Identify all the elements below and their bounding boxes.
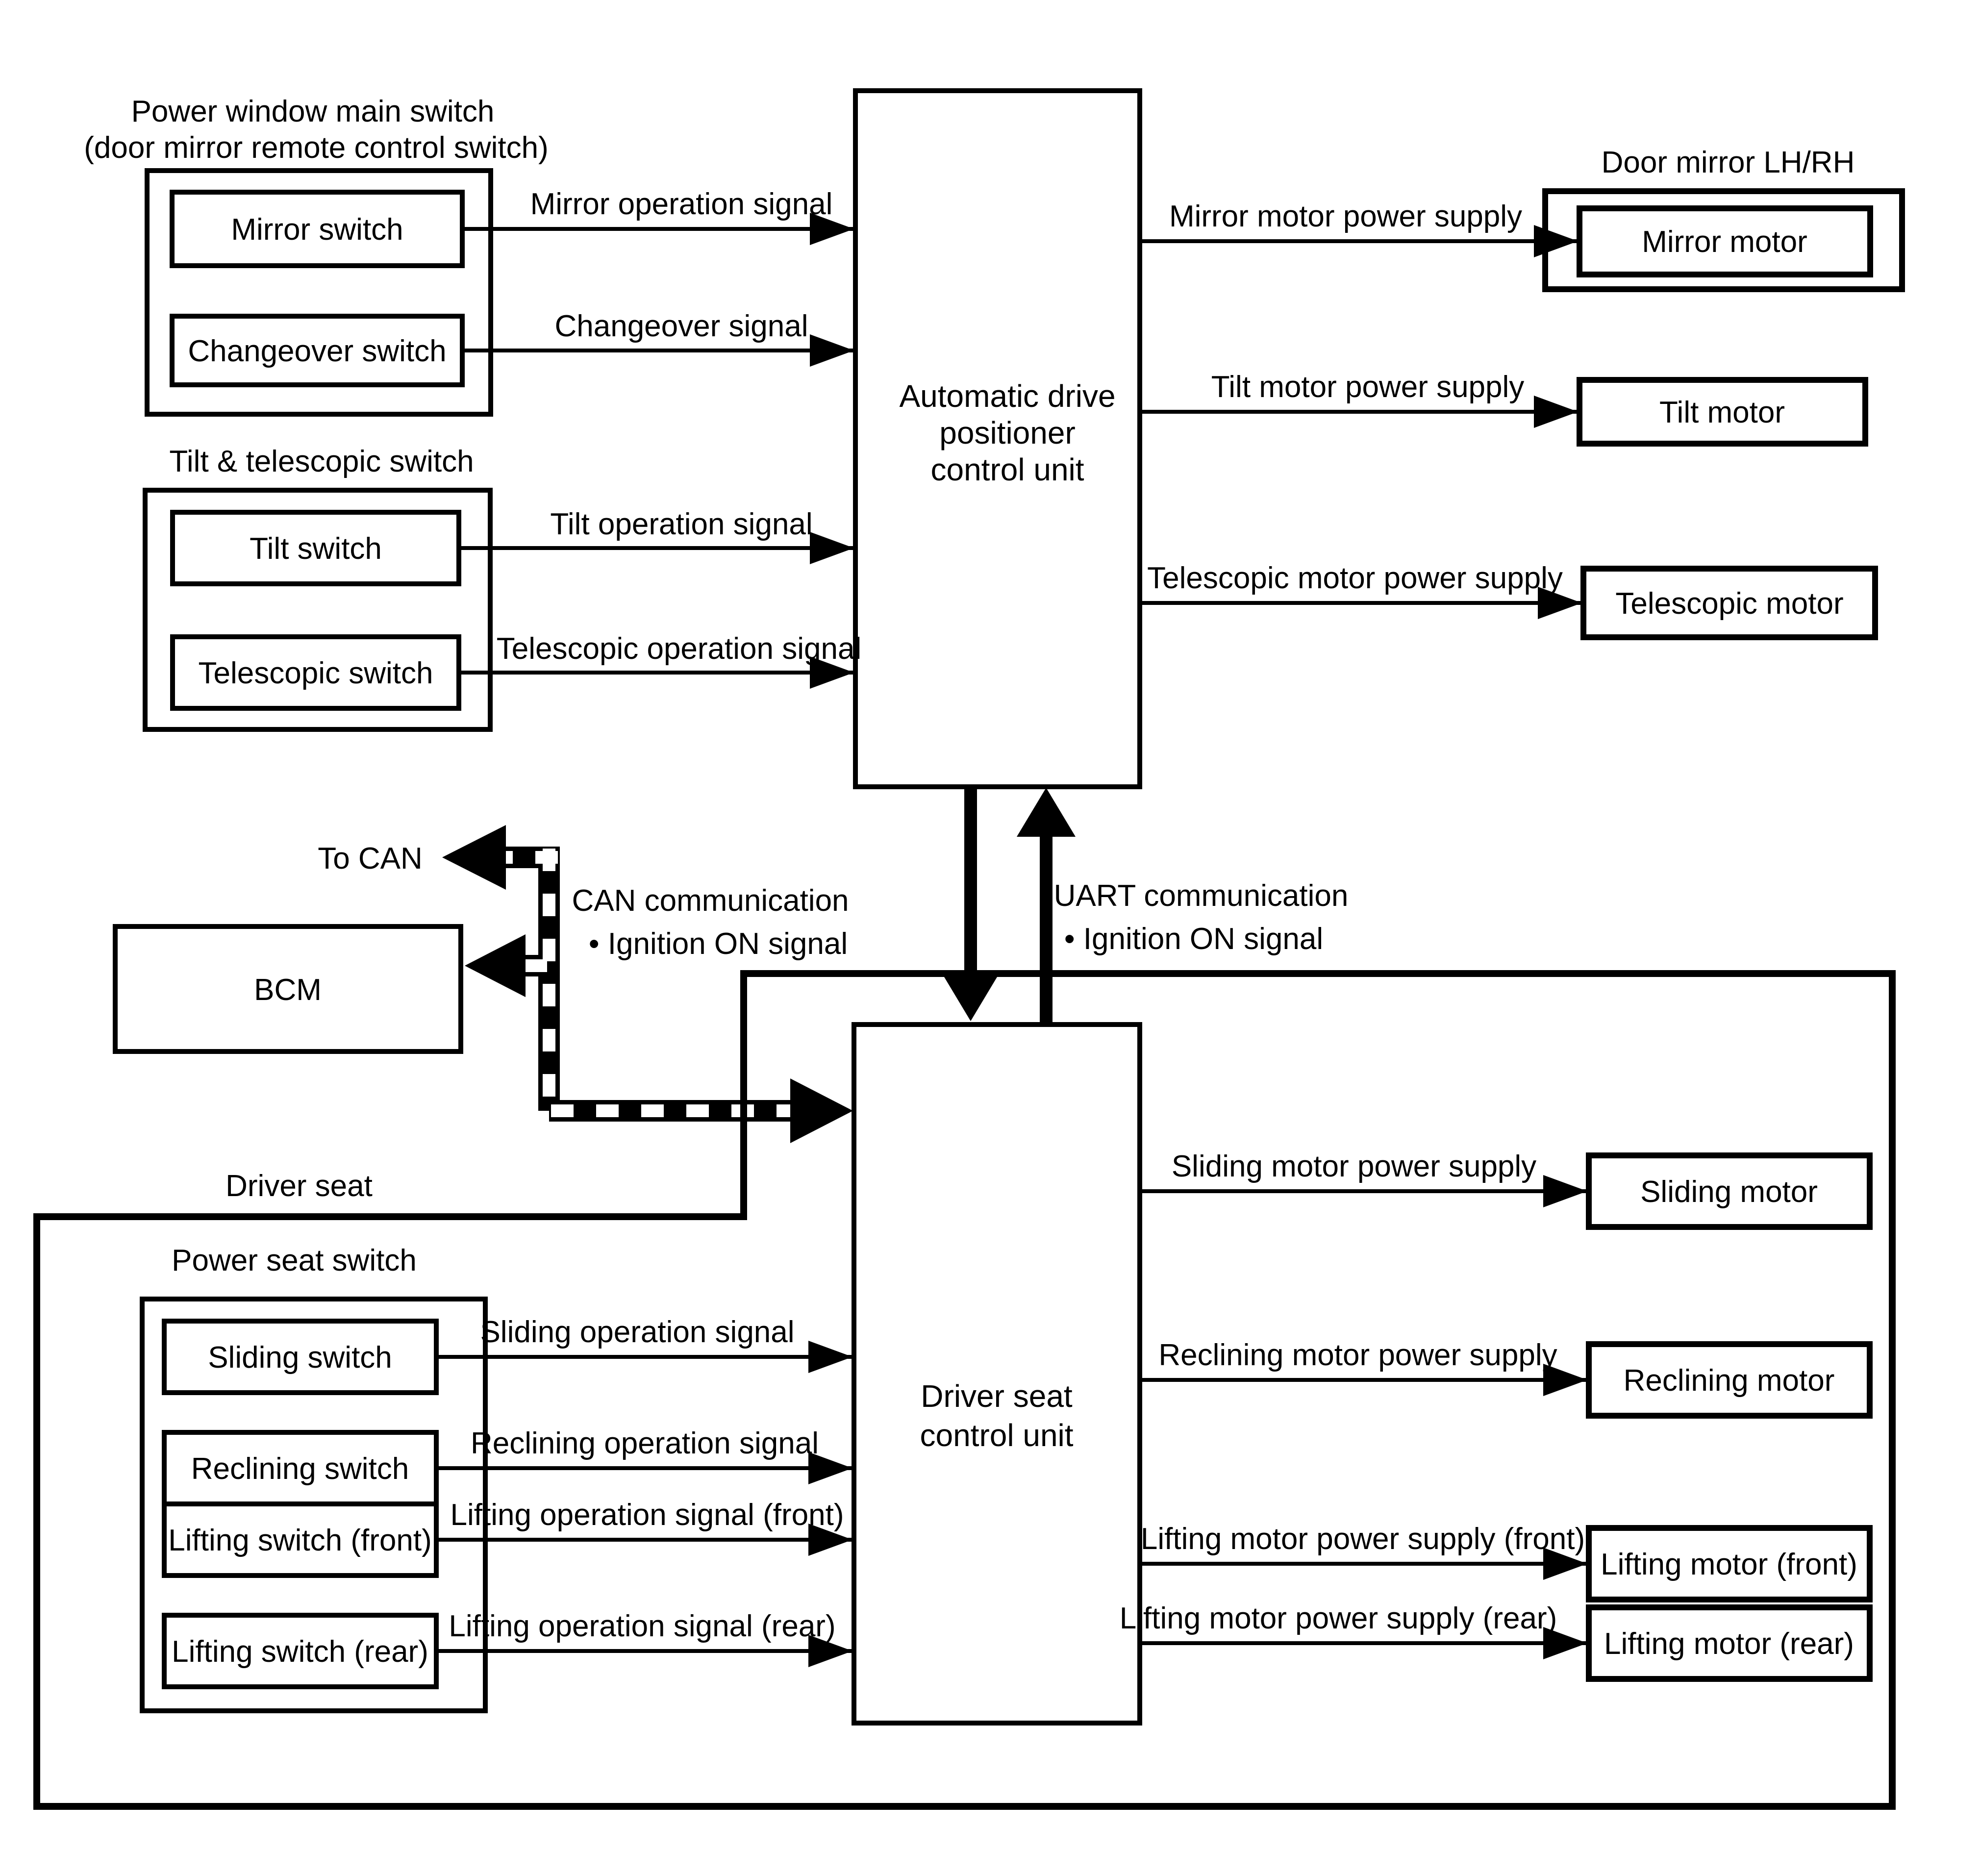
bcm-box: [113, 924, 463, 1054]
mirror-motor-supply-label: Mirror motor power supply: [1169, 200, 1522, 233]
reclining-operation-label: Reclining operation signal: [471, 1426, 819, 1460]
sliding-operation-label: Sliding operation signal: [480, 1315, 794, 1349]
can-communication: To CAN CAN communication • Ignition ON s…: [318, 825, 853, 1143]
uart-communication: UART communication • Ignition ON signal: [941, 787, 1348, 1024]
lifting-switch-front-label: Lifting switch (front): [168, 1524, 432, 1557]
lifting-motor-supply-front-label: Lifting motor power supply (front): [1141, 1522, 1585, 1556]
tilt-motor-supply-label: Tilt motor power supply: [1211, 370, 1525, 404]
lifting-motor-supply-rear-label: Lifting motor power supply (rear): [1120, 1601, 1557, 1635]
adp-label-line2: positioner: [939, 415, 1076, 450]
bcm-label: BCM: [254, 973, 322, 1007]
tilt-telescopic-switch-title: Tilt & telescopic switch: [169, 445, 474, 478]
adp-output-signals: Mirror motor power supply Tilt motor pow…: [1140, 200, 1582, 619]
uart-down-arrow-head: [941, 972, 1000, 1021]
reclining-motor-label: Reclining motor: [1624, 1364, 1835, 1398]
telescopic-motor-label: Telescopic motor: [1615, 587, 1843, 621]
can-to-can-arrow-head: [442, 825, 506, 890]
automatic-drive-positioner-unit: Automatic drive positioner control unit: [853, 88, 1142, 789]
mirror-switch-label: Mirror switch: [231, 213, 403, 247]
tilt-motor-box: [1577, 377, 1868, 447]
tilt-switch-label: Tilt switch: [250, 532, 382, 566]
adp-label-line1: Automatic drive: [899, 378, 1115, 414]
dscu-output-signals: Sliding motor power supply Reclining mot…: [1120, 1150, 1587, 1659]
changeover-label: Changeover signal: [554, 309, 808, 343]
reclining-motor-box: [1586, 1341, 1873, 1419]
bcm-group: BCM: [113, 924, 463, 1054]
power-window-main-switch-box: [145, 168, 493, 417]
door-mirror-title: Door mirror LH/RH: [1602, 146, 1855, 179]
tilt-telescopic-switch-group: Tilt & telescopic switch Tilt switch Tel…: [143, 445, 493, 732]
power-seat-switch-box: [140, 1297, 488, 1713]
power-window-main-switch-title-line1: Power window main switch: [131, 95, 495, 128]
can-communication-label-line1: CAN communication: [572, 884, 849, 918]
driver-seat-control-unit: Driver seat control unit: [852, 1022, 1142, 1726]
mirror-operation-label: Mirror operation signal: [530, 187, 833, 221]
sliding-motor-label: Sliding motor: [1640, 1175, 1818, 1209]
dscu-input-signals: Sliding operation signal Reclining opera…: [436, 1315, 852, 1667]
can-dscu-arrow-head: [790, 1078, 853, 1143]
sliding-motor-box: [1586, 1152, 1873, 1230]
lifting-operation-rear-label: Lifting operation signal (rear): [449, 1609, 835, 1643]
adp-label-line3: control unit: [930, 452, 1084, 487]
tilt-motor-label: Tilt motor: [1659, 396, 1785, 429]
lifting-motor-rear-box: [1586, 1604, 1873, 1682]
lifting-motor-front-label: Lifting motor (front): [1601, 1548, 1857, 1581]
reclining-switch-label: Reclining switch: [191, 1452, 409, 1486]
mirror-motor-box: [1577, 205, 1873, 277]
adp-input-signals: Mirror operation signal Changeover signa…: [459, 187, 861, 689]
power-seat-switch-title: Power seat switch: [172, 1244, 417, 1277]
changeover-switch-label: Changeover switch: [188, 334, 446, 368]
tilt-operation-label: Tilt operation signal: [550, 507, 812, 541]
driver-seat-boundary: [33, 970, 1896, 1810]
dscu-label-line2: control unit: [920, 1418, 1073, 1453]
reclining-motor-supply-label: Reclining motor power supply: [1158, 1338, 1557, 1372]
driver-seat-title: Driver seat: [226, 1169, 373, 1203]
telescopic-operation-label: Telescopic operation signal: [497, 632, 861, 666]
seat-motors: Sliding motor Reclining motor Lifting mo…: [1586, 1152, 1873, 1682]
to-can-label: To CAN: [318, 842, 423, 875]
uart-communication-label-line2: • Ignition ON signal: [1064, 922, 1323, 956]
can-communication-label-line2: • Ignition ON signal: [589, 927, 848, 961]
mirror-motor-label: Mirror motor: [1642, 225, 1807, 259]
driver-seat-region: Driver seat Power seat switch Sliding sw…: [33, 970, 1896, 1810]
lifting-operation-front-label: Lifting operation signal (front): [450, 1498, 844, 1532]
lifting-switch-rear-label: Lifting switch (rear): [172, 1635, 428, 1669]
can-bcm-arrow-head: [465, 934, 526, 997]
sliding-motor-supply-label: Sliding motor power supply: [1172, 1150, 1536, 1183]
uart-communication-label-line1: UART communication: [1054, 879, 1349, 913]
dscu-label-line1: Driver seat: [921, 1378, 1073, 1414]
telescopic-switch-label: Telescopic switch: [199, 656, 433, 690]
lifting-motor-rear-label: Lifting motor (rear): [1604, 1627, 1854, 1661]
door-mirror-group: Door mirror LH/RH Mirror motor: [1542, 146, 1905, 292]
lifting-motor-front-box: [1586, 1525, 1873, 1602]
power-window-main-switch-group: Power window main switch (door mirror re…: [84, 95, 549, 417]
telescopic-motor-box: [1580, 566, 1878, 640]
uart-up-arrow-head: [1017, 788, 1076, 837]
telescopic-motor-supply-label: Telescopic motor power supply: [1147, 561, 1563, 595]
sliding-switch-label: Sliding switch: [208, 1341, 392, 1375]
adp-control-unit-box: [853, 88, 1142, 789]
power-window-main-switch-title-line2: (door mirror remote control switch): [84, 131, 548, 165]
dscu-box: [852, 1022, 1142, 1726]
tilt-telescopic-switch-box: [143, 488, 493, 732]
